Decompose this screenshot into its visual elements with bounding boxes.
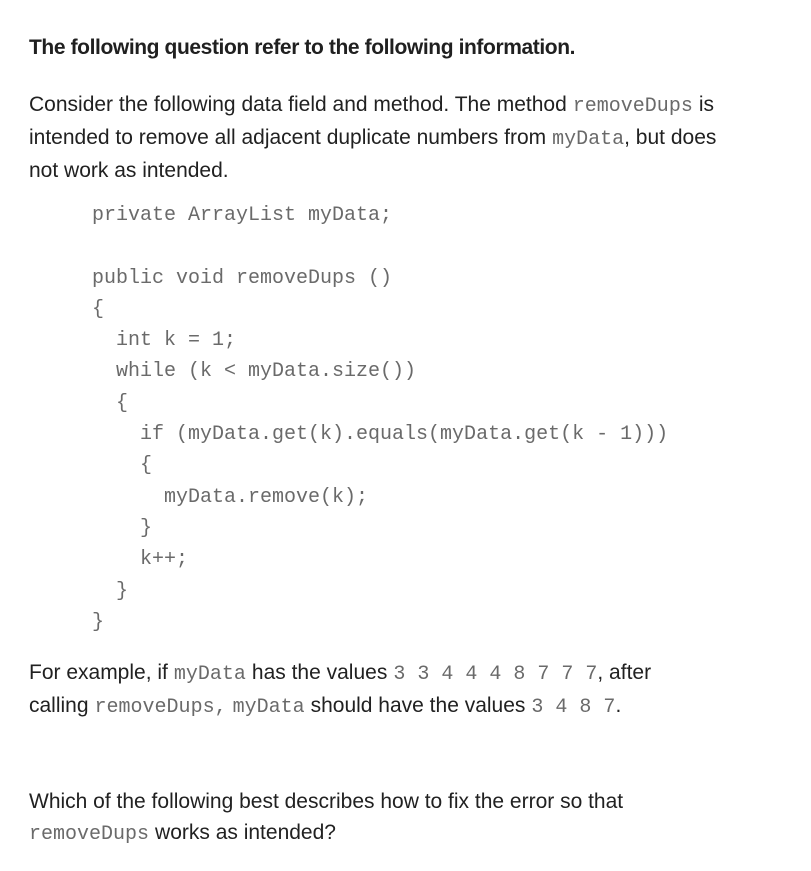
- code-line: [92, 231, 668, 262]
- example-values: 3 3 4 4 4 8 7 7 7: [393, 663, 598, 686]
- intro-line-1: Consider the following data field and me…: [29, 89, 799, 122]
- intro-text: Consider the following data field and me…: [29, 93, 567, 116]
- code-line: }: [92, 579, 129, 603]
- intro-paragraph: Consider the following data field and me…: [29, 89, 799, 186]
- example-text: should have the values: [310, 694, 526, 717]
- code-line: myData.remove(k);: [92, 485, 369, 509]
- code-line: }: [92, 610, 105, 634]
- question-heading: The following question refer to the foll…: [29, 36, 576, 59]
- code-line: int k = 1;: [92, 329, 237, 353]
- code-line: k++;: [92, 548, 189, 572]
- example-text: , after: [597, 661, 652, 684]
- code-line: public void removeDups (): [92, 266, 393, 290]
- intro-text: , but does: [624, 126, 717, 149]
- intro-text: not work as intended.: [29, 159, 229, 182]
- inline-code: removeDups,: [94, 696, 227, 719]
- expected-values: 3 4 8 7: [531, 696, 616, 719]
- intro-text: intended to remove all adjacent duplicat…: [29, 126, 547, 149]
- code-line: while (k < myData.size()): [92, 360, 417, 384]
- code-block: private ArrayList myData; public void re…: [92, 200, 668, 638]
- inline-code: removeDups: [572, 95, 693, 118]
- code-line: {: [92, 454, 153, 478]
- intro-text: is: [698, 93, 714, 116]
- question-paragraph: Which of the following best describes ho…: [29, 786, 799, 850]
- example-text: has the values: [251, 661, 388, 684]
- intro-line-2: intended to remove all adjacent duplicat…: [29, 122, 799, 155]
- example-text: .: [615, 694, 622, 717]
- example-text: calling: [29, 694, 89, 717]
- inline-code: myData: [552, 128, 625, 151]
- question-line-1: Which of the following best describes ho…: [29, 790, 624, 813]
- code-line: }: [92, 516, 153, 540]
- code-line: {: [92, 297, 105, 321]
- question-text: works as intended?: [155, 821, 336, 844]
- inline-code: removeDups: [29, 823, 150, 846]
- intro-line-3: not work as intended.: [29, 155, 799, 186]
- inline-code: myData: [173, 663, 246, 686]
- code-line: private ArrayList myData;: [92, 204, 393, 227]
- example-text: For example, if: [29, 661, 168, 684]
- code-line: {: [92, 391, 129, 415]
- code-line: if (myData.get(k).equals(myData.get(k - …: [92, 423, 669, 447]
- inline-code: myData: [232, 696, 305, 719]
